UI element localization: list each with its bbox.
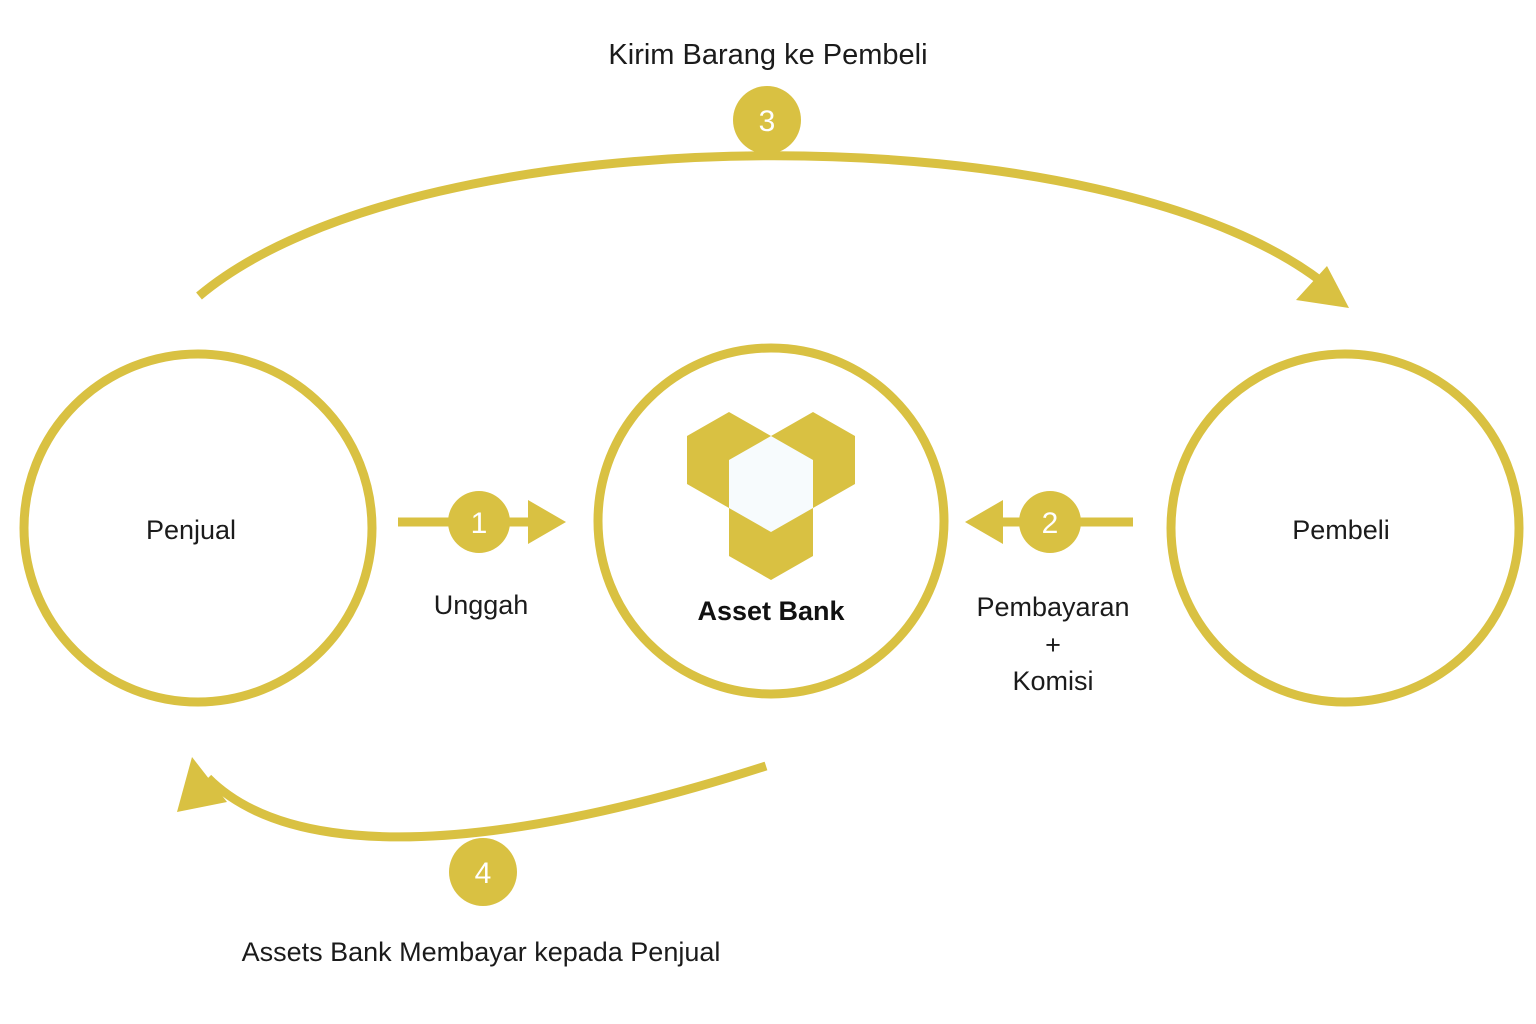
node-asset-bank[interactable]: Asset Bank [593,343,949,699]
step-1-badge-number: 1 [471,507,488,540]
step-4-arc-group: 4 [177,757,768,906]
node-penjual-ring [19,349,377,707]
step-3-badge-number: 3 [759,105,776,138]
step-2-badge-number: 2 [1042,507,1059,540]
node-pembeli-ring [1166,349,1524,707]
step-3-badge-circle [733,86,801,154]
step-2-badge-circle [1019,491,1081,553]
node-penjual[interactable]: Penjual [19,349,377,707]
node-asset-bank-label: Asset Bank [697,596,845,626]
node-pembeli-label: Pembeli [1292,515,1390,545]
step-2-connector-group: 2 [965,491,1133,553]
node-pembeli[interactable]: Pembeli [1166,349,1524,707]
step-1-label: Unggah [434,590,529,620]
step-4-arc-path [204,761,768,842]
diagram-title: Kirim Barang ke Pembeli [608,39,927,71]
hexagon-trefoil-logo [687,412,855,580]
step-2-label-line2: + [1045,630,1061,660]
step-1-badge-circle [448,491,510,553]
step-2-label-line3: Komisi [1012,666,1093,696]
step-3-arrow-head [1296,266,1349,308]
step-4-badge-number: 4 [475,857,492,890]
step-4-label: Assets Bank Membayar kepada Penjual [242,937,721,967]
step-3-arc-group: 3 [196,86,1349,308]
step-3-arc-path [196,151,1335,300]
step-1-connector-group: 1 [398,491,566,553]
logo-hexagon-inner [729,436,813,532]
step-2-arrow-head [965,500,1003,544]
node-penjual-label: Penjual [146,515,236,545]
step-2-label-line1: Pembayaran [976,592,1129,622]
step-1-arrow-head [528,500,566,544]
step-4-badge-circle [449,838,517,906]
step-4-arrow-head [177,757,227,812]
